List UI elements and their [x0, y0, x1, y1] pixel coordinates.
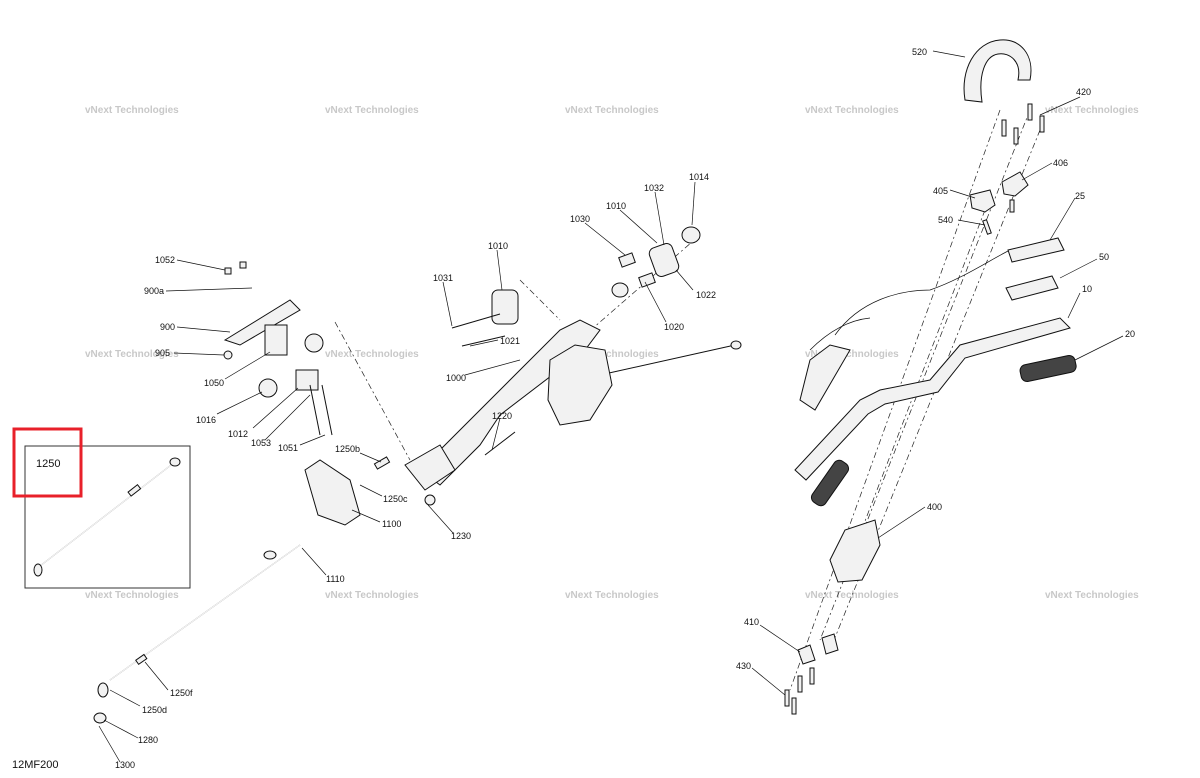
- leader-lines: [98, 50, 1124, 763]
- part-label[interactable]: 540: [938, 215, 953, 225]
- part-label[interactable]: 1250c: [383, 494, 408, 504]
- watermark-text: vNext Technologies: [565, 349, 659, 360]
- watermark-text: vNext Technologies: [805, 105, 899, 116]
- part-label[interactable]: 1250b: [335, 444, 360, 454]
- part-label[interactable]: 1030: [570, 214, 590, 224]
- watermark-text: vNext Technologies: [85, 590, 179, 601]
- part-label[interactable]: 1100: [382, 519, 401, 529]
- part-label[interactable]: 900: [160, 322, 175, 332]
- part-label[interactable]: 900a: [144, 286, 164, 296]
- watermark-text: vNext Technologies: [565, 590, 659, 601]
- steering-column-assembly[interactable]: [93, 261, 391, 724]
- part-label[interactable]: 1052: [155, 255, 175, 265]
- watermark-text: vNext Technologies: [325, 590, 419, 601]
- part-label[interactable]: 430: [736, 661, 751, 671]
- part-label[interactable]: 1020: [664, 322, 684, 332]
- part-label[interactable]: 1051: [278, 443, 298, 453]
- part-labels: 520 420 406 405 540 25 50 10 20 400 410 …: [115, 47, 1135, 770]
- part-label[interactable]: 1053: [251, 438, 271, 448]
- part-label[interactable]: 1000: [446, 373, 466, 383]
- part-label[interactable]: 1010: [488, 241, 508, 251]
- part-label[interactable]: 1032: [644, 183, 664, 193]
- part-label[interactable]: 50: [1099, 252, 1109, 262]
- part-label[interactable]: 1010: [606, 201, 626, 211]
- part-label[interactable]: 420: [1076, 87, 1091, 97]
- watermark-text: vNext Technologies: [805, 590, 899, 601]
- tie-rod-detail[interactable]: [33, 457, 181, 577]
- tie-rod-inset-frame: [24, 445, 191, 589]
- part-label[interactable]: 406: [1053, 158, 1068, 168]
- watermark-text: vNext Technologies: [1045, 105, 1139, 116]
- watermark-text: vNext Technologies: [85, 349, 179, 360]
- diagram-code: 12MF200: [12, 759, 58, 771]
- part-label[interactable]: 1022: [696, 290, 716, 300]
- part-label[interactable]: 1012: [228, 429, 248, 439]
- watermark-text: vNext Technologies: [325, 105, 419, 116]
- part-label[interactable]: 25: [1075, 191, 1085, 201]
- part-label[interactable]: 1230: [451, 531, 471, 541]
- part-label[interactable]: 1220: [492, 411, 512, 421]
- part-label[interactable]: 1031: [433, 273, 453, 283]
- part-label[interactable]: 1250f: [170, 688, 193, 698]
- part-label[interactable]: 1050: [204, 378, 224, 388]
- part-label[interactable]: 400: [927, 502, 942, 512]
- highlight-label[interactable]: 1250: [36, 458, 60, 470]
- part-label[interactable]: 410: [744, 617, 759, 627]
- part-label[interactable]: 1280: [138, 735, 158, 745]
- watermark-text: vNext Technologies: [1045, 590, 1139, 601]
- part-label[interactable]: 1110: [326, 574, 345, 584]
- watermark-text: vNext Technologies: [565, 105, 659, 116]
- part-label[interactable]: 1300: [115, 760, 135, 770]
- handlebar-assembly[interactable]: [784, 39, 1077, 715]
- part-label[interactable]: 405: [933, 186, 948, 196]
- watermark-text: vNext Technologies: [805, 349, 899, 360]
- part-label[interactable]: 1021: [500, 336, 520, 346]
- part-label[interactable]: 905: [155, 348, 170, 358]
- part-label[interactable]: 1250d: [142, 705, 167, 715]
- part-label[interactable]: 1014: [689, 172, 709, 182]
- watermark-text: vNext Technologies: [85, 105, 179, 116]
- steering-arm-assembly[interactable]: [334, 226, 742, 506]
- highlight-box: [12, 427, 83, 498]
- watermark-text: vNext Technologies: [325, 349, 419, 360]
- part-label[interactable]: 1016: [196, 415, 216, 425]
- part-label[interactable]: 520: [912, 47, 927, 57]
- watermarks: vNext Technologies vNext Technologies vN…: [85, 105, 1139, 601]
- part-label[interactable]: 10: [1082, 284, 1092, 294]
- part-label[interactable]: 20: [1125, 329, 1135, 339]
